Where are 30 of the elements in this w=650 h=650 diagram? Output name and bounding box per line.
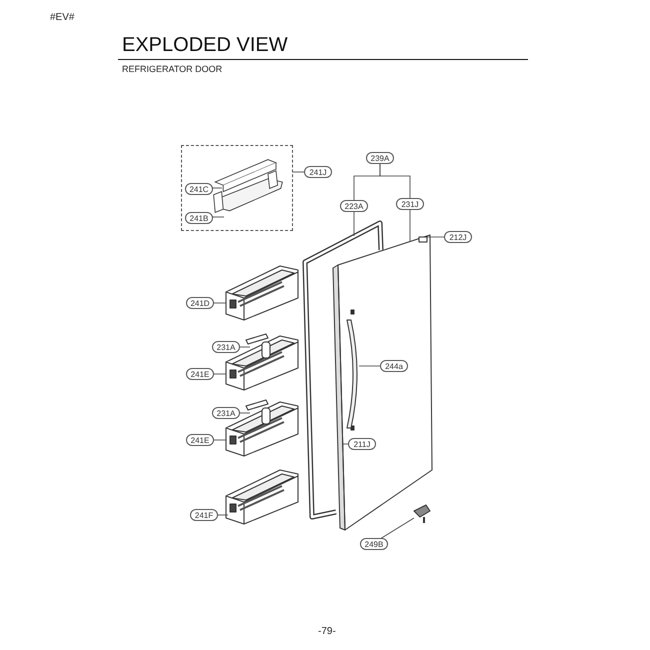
callout-number: 241C xyxy=(185,183,213,195)
callout-number: 231J xyxy=(396,198,424,210)
callout-number: 241F xyxy=(190,509,218,521)
door-gasket-drawing xyxy=(300,220,384,520)
callout-number: 231A xyxy=(212,341,240,353)
callout-number: 241E xyxy=(186,368,214,380)
callout-number: 241E xyxy=(186,434,214,446)
leader-line xyxy=(214,302,226,304)
leader-line xyxy=(212,216,224,218)
leader-line xyxy=(380,164,410,198)
dashed-group-frame xyxy=(181,145,293,231)
section-subtitle: REFRIGERATOR DOOR xyxy=(122,64,222,74)
page-header: #EV# xyxy=(50,12,74,23)
callout-number: 231A xyxy=(212,407,240,419)
leader-line xyxy=(426,236,444,238)
callout-number: 249B xyxy=(360,538,388,550)
page-number: -79- xyxy=(318,626,336,637)
callout-number: 239A xyxy=(366,152,394,164)
callout-number: 223A xyxy=(340,200,368,212)
callout-number: 211J xyxy=(348,438,376,450)
leader-line xyxy=(218,514,228,516)
callout-number: 241D xyxy=(186,297,214,309)
page-title: EXPLODED VIEW xyxy=(122,34,288,57)
leader-line xyxy=(240,412,250,414)
callout-number: 241B xyxy=(185,212,213,224)
leader-line xyxy=(380,518,414,540)
leader-line xyxy=(240,346,250,348)
callout-number: 212J xyxy=(444,231,472,243)
callout-number: 241J xyxy=(304,166,332,178)
hinge-drawing xyxy=(412,503,432,525)
